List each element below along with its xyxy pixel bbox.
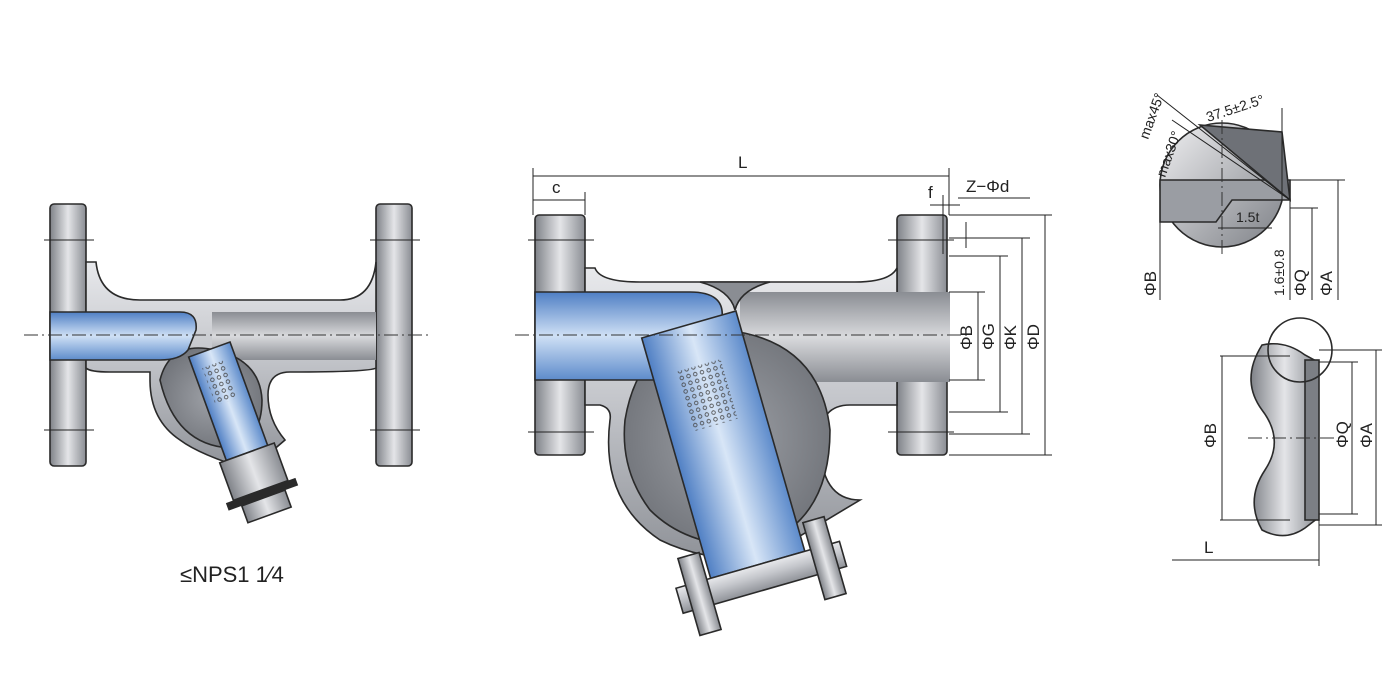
dim-c: c	[533, 178, 586, 215]
dim-phi-b-label: ΦB	[957, 325, 976, 350]
large-web	[699, 281, 771, 311]
land-width-label: 1.5t	[1236, 209, 1259, 225]
bevel-wedge	[1197, 123, 1292, 202]
dim-L-label: L	[738, 153, 747, 172]
bevel-phi-b-label: ΦB	[1141, 271, 1160, 296]
bevel-line-30	[1171, 119, 1291, 201]
pipe-phi-q-label: ΦQ	[1333, 421, 1352, 448]
small-plug	[240, 489, 293, 524]
pipe-phi-b-label: ΦB	[1201, 423, 1220, 448]
root-face-label: 1.6±0.8	[1271, 249, 1287, 296]
dim-c-label: c	[552, 178, 561, 197]
bevel-phi-q-label: ΦQ	[1291, 269, 1310, 296]
bevel-phi-a-label: ΦA	[1317, 270, 1336, 296]
butt-weld-end: ΦB ΦQ ΦA L	[1172, 317, 1382, 566]
dim-z-phi-d-label: Z−Φd	[966, 177, 1009, 196]
angle-max45-label: max45°	[1136, 91, 1167, 141]
dim-phi-d-label: ΦD	[1024, 324, 1043, 350]
size-caption: ≤NPS1 1⁄4	[180, 562, 284, 587]
weld-bevel-detail: max45° max30° 37.5±2.5° 1.5t ΦB 1.6±0.8 …	[1136, 91, 1345, 300]
large-strainer: L c f Z−Φd ΦB ΦG	[515, 153, 1052, 637]
pipe-end-face	[1304, 359, 1320, 521]
dim-phi-k-label: ΦK	[1001, 324, 1020, 350]
small-inlet-flow	[49, 311, 197, 361]
large-screen-perforation	[676, 359, 738, 432]
bevel-angle-label: 37.5±2.5°	[1204, 91, 1266, 125]
small-strainer	[24, 203, 428, 524]
dim-diameters: ΦB ΦG ΦK ΦD	[949, 214, 1052, 456]
dim-f-label: f	[928, 183, 933, 202]
dim-L: L	[532, 153, 950, 215]
dim-phi-g-label: ΦG	[979, 323, 998, 350]
pipe-phi-a-label: ΦA	[1357, 422, 1376, 448]
pipe-end-body	[1250, 342, 1319, 537]
small-gasket	[225, 477, 299, 511]
small-bore	[212, 312, 376, 360]
large-bolt-right	[801, 515, 848, 601]
large-bolt-left	[676, 551, 723, 637]
dim-f: f Z−Φd	[928, 177, 1030, 254]
bevel-line-45	[1156, 94, 1291, 201]
large-cover-plate	[675, 540, 848, 615]
pipe-l-label: L	[1204, 538, 1213, 557]
small-screen-perforation	[202, 359, 239, 406]
